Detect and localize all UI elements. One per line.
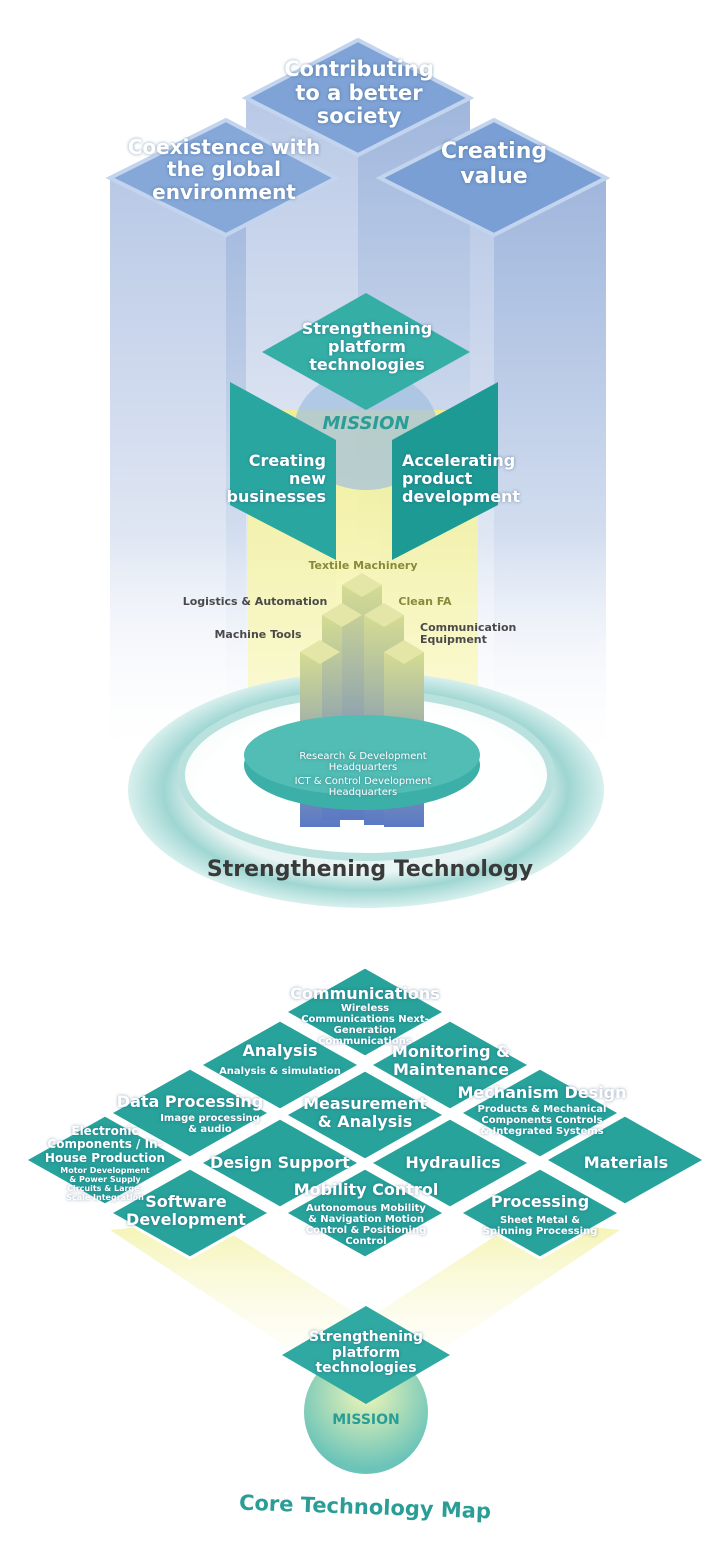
mission-top-diamond (262, 293, 470, 410)
tech-tiles (21, 965, 709, 1260)
hq-platform-top (244, 715, 480, 795)
mission-right-panel (392, 382, 498, 560)
map-glow (110, 1220, 620, 1400)
bottom-mission-diamond (282, 1306, 450, 1404)
pillar-right-top (375, 117, 611, 238)
pillar-center-top (241, 37, 475, 158)
mission-left-panel (230, 382, 336, 560)
pillar-left-top (105, 117, 341, 238)
